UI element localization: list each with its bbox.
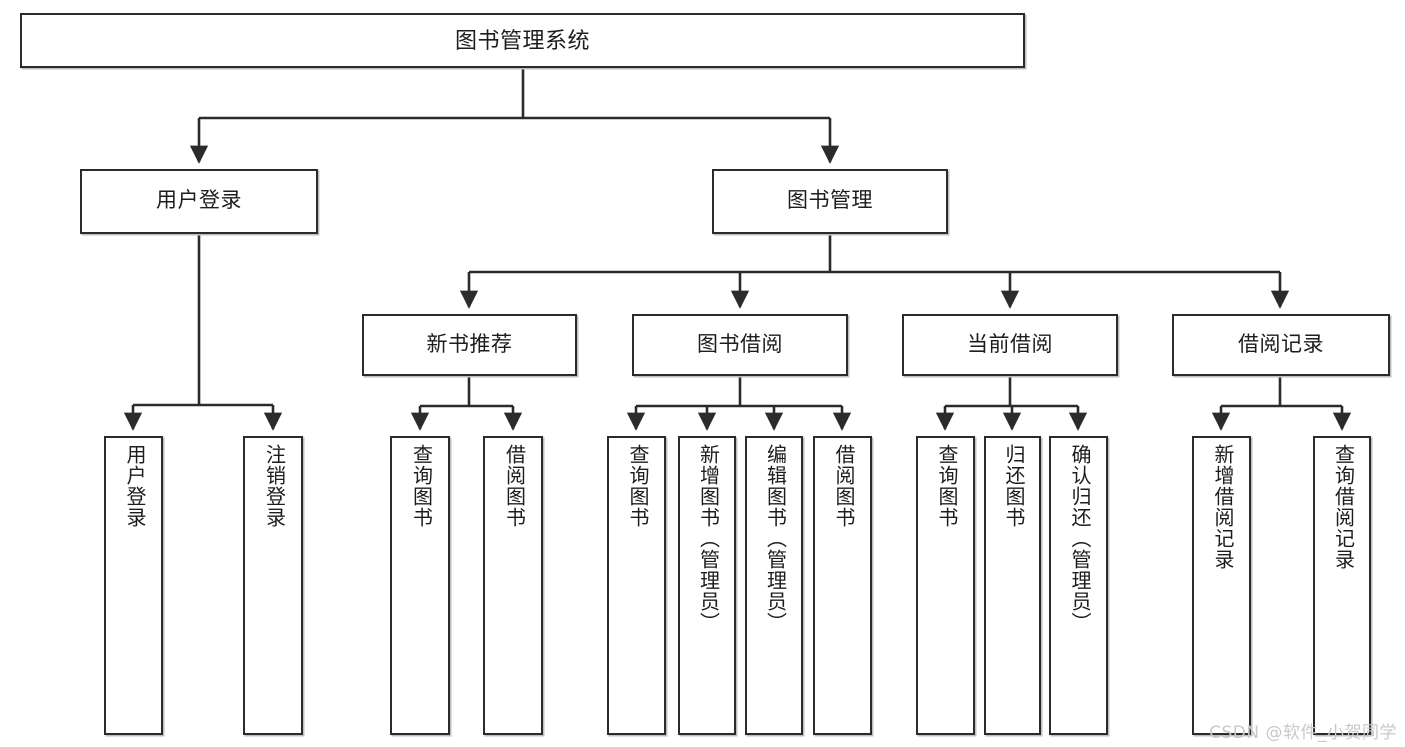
leaf-query-book-3[interactable]: 查询图书 [916, 436, 975, 735]
node-root[interactable]: 图书管理系统 [20, 13, 1025, 68]
leaf-add-book-label: 新增图书（管理员） [696, 444, 719, 633]
leaf-logout-login-label: 注销登录 [262, 444, 285, 528]
node-user-login-label: 用户登录 [156, 189, 242, 213]
leaf-return-book[interactable]: 归还图书 [984, 436, 1041, 735]
leaf-user-login-label: 用户登录 [123, 444, 145, 528]
node-new-book-recommend[interactable]: 新书推荐 [362, 314, 577, 376]
node-book-borrow[interactable]: 图书借阅 [632, 314, 848, 376]
leaf-edit-book-label: 编辑图书（管理员） [763, 444, 786, 633]
leaf-borrow-book-1-label: 借阅图书 [502, 444, 525, 528]
leaf-user-login[interactable]: 用户登录 [104, 436, 163, 735]
leaf-return-book-label: 归还图书 [1002, 444, 1024, 528]
leaf-add-borrow-record-label: 新增借阅记录 [1211, 444, 1233, 570]
node-current-borrow[interactable]: 当前借阅 [902, 314, 1118, 376]
node-current-borrow-label: 当前借阅 [967, 332, 1053, 356]
leaf-logout-login[interactable]: 注销登录 [243, 436, 303, 735]
leaf-borrow-book-2[interactable]: 借阅图书 [813, 436, 872, 735]
node-book-manage[interactable]: 图书管理 [712, 169, 948, 234]
leaf-borrow-book-1[interactable]: 借阅图书 [483, 436, 543, 735]
leaf-query-book-1[interactable]: 查询图书 [390, 436, 450, 735]
node-root-label: 图书管理系统 [454, 27, 590, 53]
leaf-edit-book[interactable]: 编辑图书（管理员） [745, 436, 803, 735]
node-user-login[interactable]: 用户登录 [80, 169, 318, 234]
leaf-confirm-return-label: 确认归还（管理员） [1068, 444, 1090, 633]
leaf-add-borrow-record[interactable]: 新增借阅记录 [1192, 436, 1251, 735]
leaf-borrow-book-2-label: 借阅图书 [832, 444, 854, 528]
leaf-query-borrow-record[interactable]: 查询借阅记录 [1313, 436, 1371, 735]
node-book-manage-label: 图书管理 [787, 189, 873, 213]
leaf-query-borrow-record-label: 查询借阅记录 [1331, 444, 1354, 570]
node-book-borrow-label: 图书借阅 [697, 332, 783, 356]
leaf-add-book[interactable]: 新增图书（管理员） [678, 436, 736, 735]
leaf-query-book-3-label: 查询图书 [935, 444, 957, 528]
leaf-query-book-1-label: 查询图书 [409, 444, 432, 528]
leaf-query-book-2[interactable]: 查询图书 [607, 436, 666, 735]
node-borrow-record-label: 借阅记录 [1238, 332, 1324, 356]
watermark: CSDN @软件_小贺同学 [1209, 723, 1397, 743]
node-borrow-record[interactable]: 借阅记录 [1172, 314, 1390, 376]
leaf-query-book-2-label: 查询图书 [626, 444, 648, 528]
node-new-book-recommend-label: 新书推荐 [426, 332, 513, 356]
leaf-confirm-return[interactable]: 确认归还（管理员） [1049, 436, 1108, 735]
